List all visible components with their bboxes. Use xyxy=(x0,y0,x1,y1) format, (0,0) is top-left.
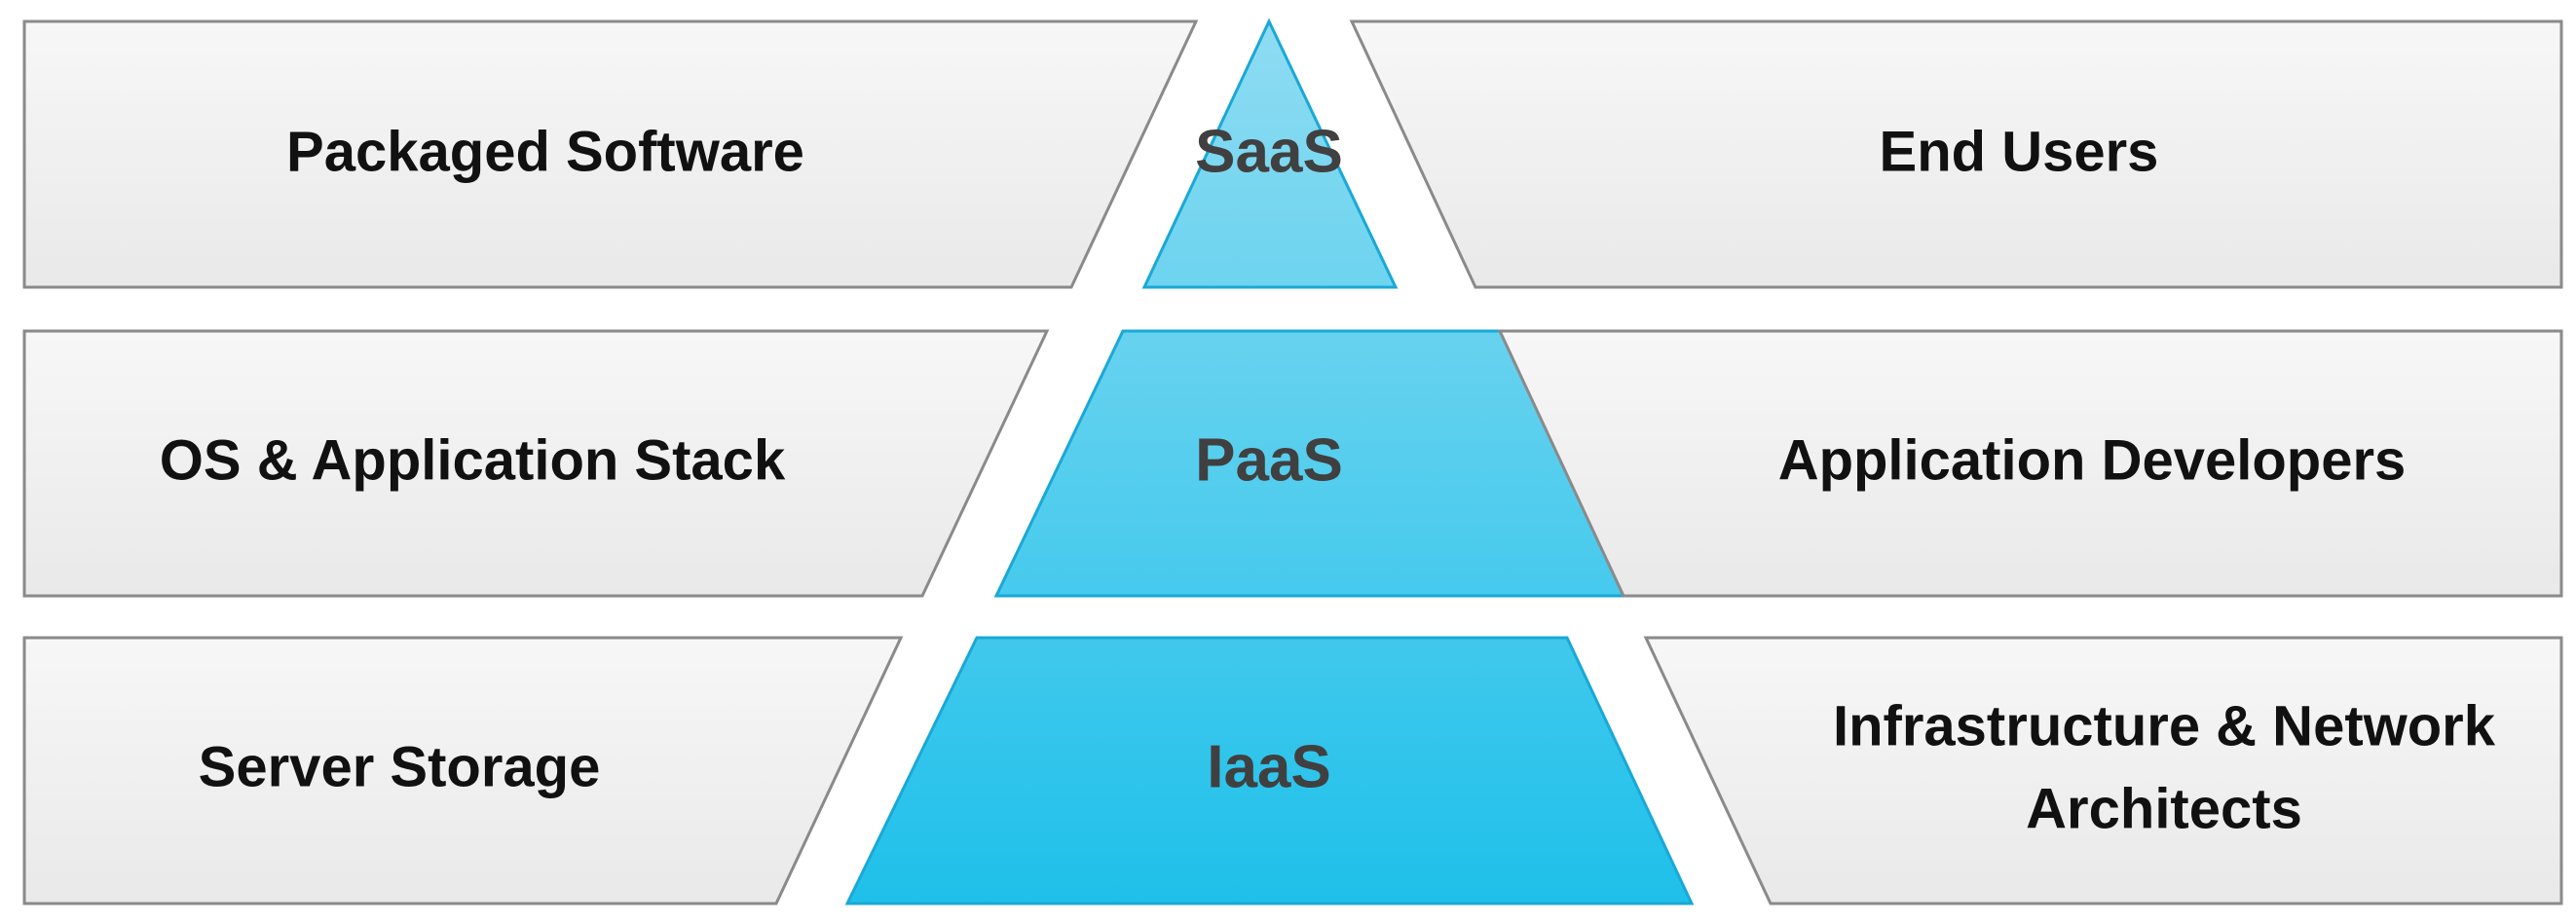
right-label-infrastructure-network-line-2: Architects xyxy=(2026,777,2302,840)
right-panel-end-users xyxy=(1349,19,2563,289)
left-panel-packaged-software xyxy=(22,19,1199,289)
tier-label-iaas: IaaS xyxy=(1207,733,1331,800)
tier-iaas xyxy=(844,636,1695,905)
right-panel-infrastructure-network-architects xyxy=(1643,636,2563,905)
tier-saas xyxy=(1141,18,1399,289)
left-label-os-application-stack: OS & Application Stack xyxy=(160,428,786,492)
left-label-packaged-software: Packaged Software xyxy=(286,120,804,183)
left-label-server-storage: Server Storage xyxy=(199,735,601,798)
tier-label-saas: SaaS xyxy=(1195,118,1343,185)
row-paas: OS & Application Stack PaaS Application … xyxy=(22,329,2563,598)
right-label-end-users: End Users xyxy=(1880,120,2159,183)
right-label-application-developers: Application Developers xyxy=(1778,428,2407,492)
row-saas: Packaged Software SaaS End Users xyxy=(22,18,2563,289)
left-panel-server-storage xyxy=(22,636,904,905)
left-panel-os-application-stack xyxy=(22,329,1050,598)
tier-label-paas: PaaS xyxy=(1195,426,1343,494)
row-iaas: Server Storage IaaS Infrastructure & Net… xyxy=(22,636,2563,905)
right-label-infrastructure-network-line-1: Infrastructure & Network xyxy=(1833,694,2496,757)
right-panel-application-developers xyxy=(1497,329,2563,598)
